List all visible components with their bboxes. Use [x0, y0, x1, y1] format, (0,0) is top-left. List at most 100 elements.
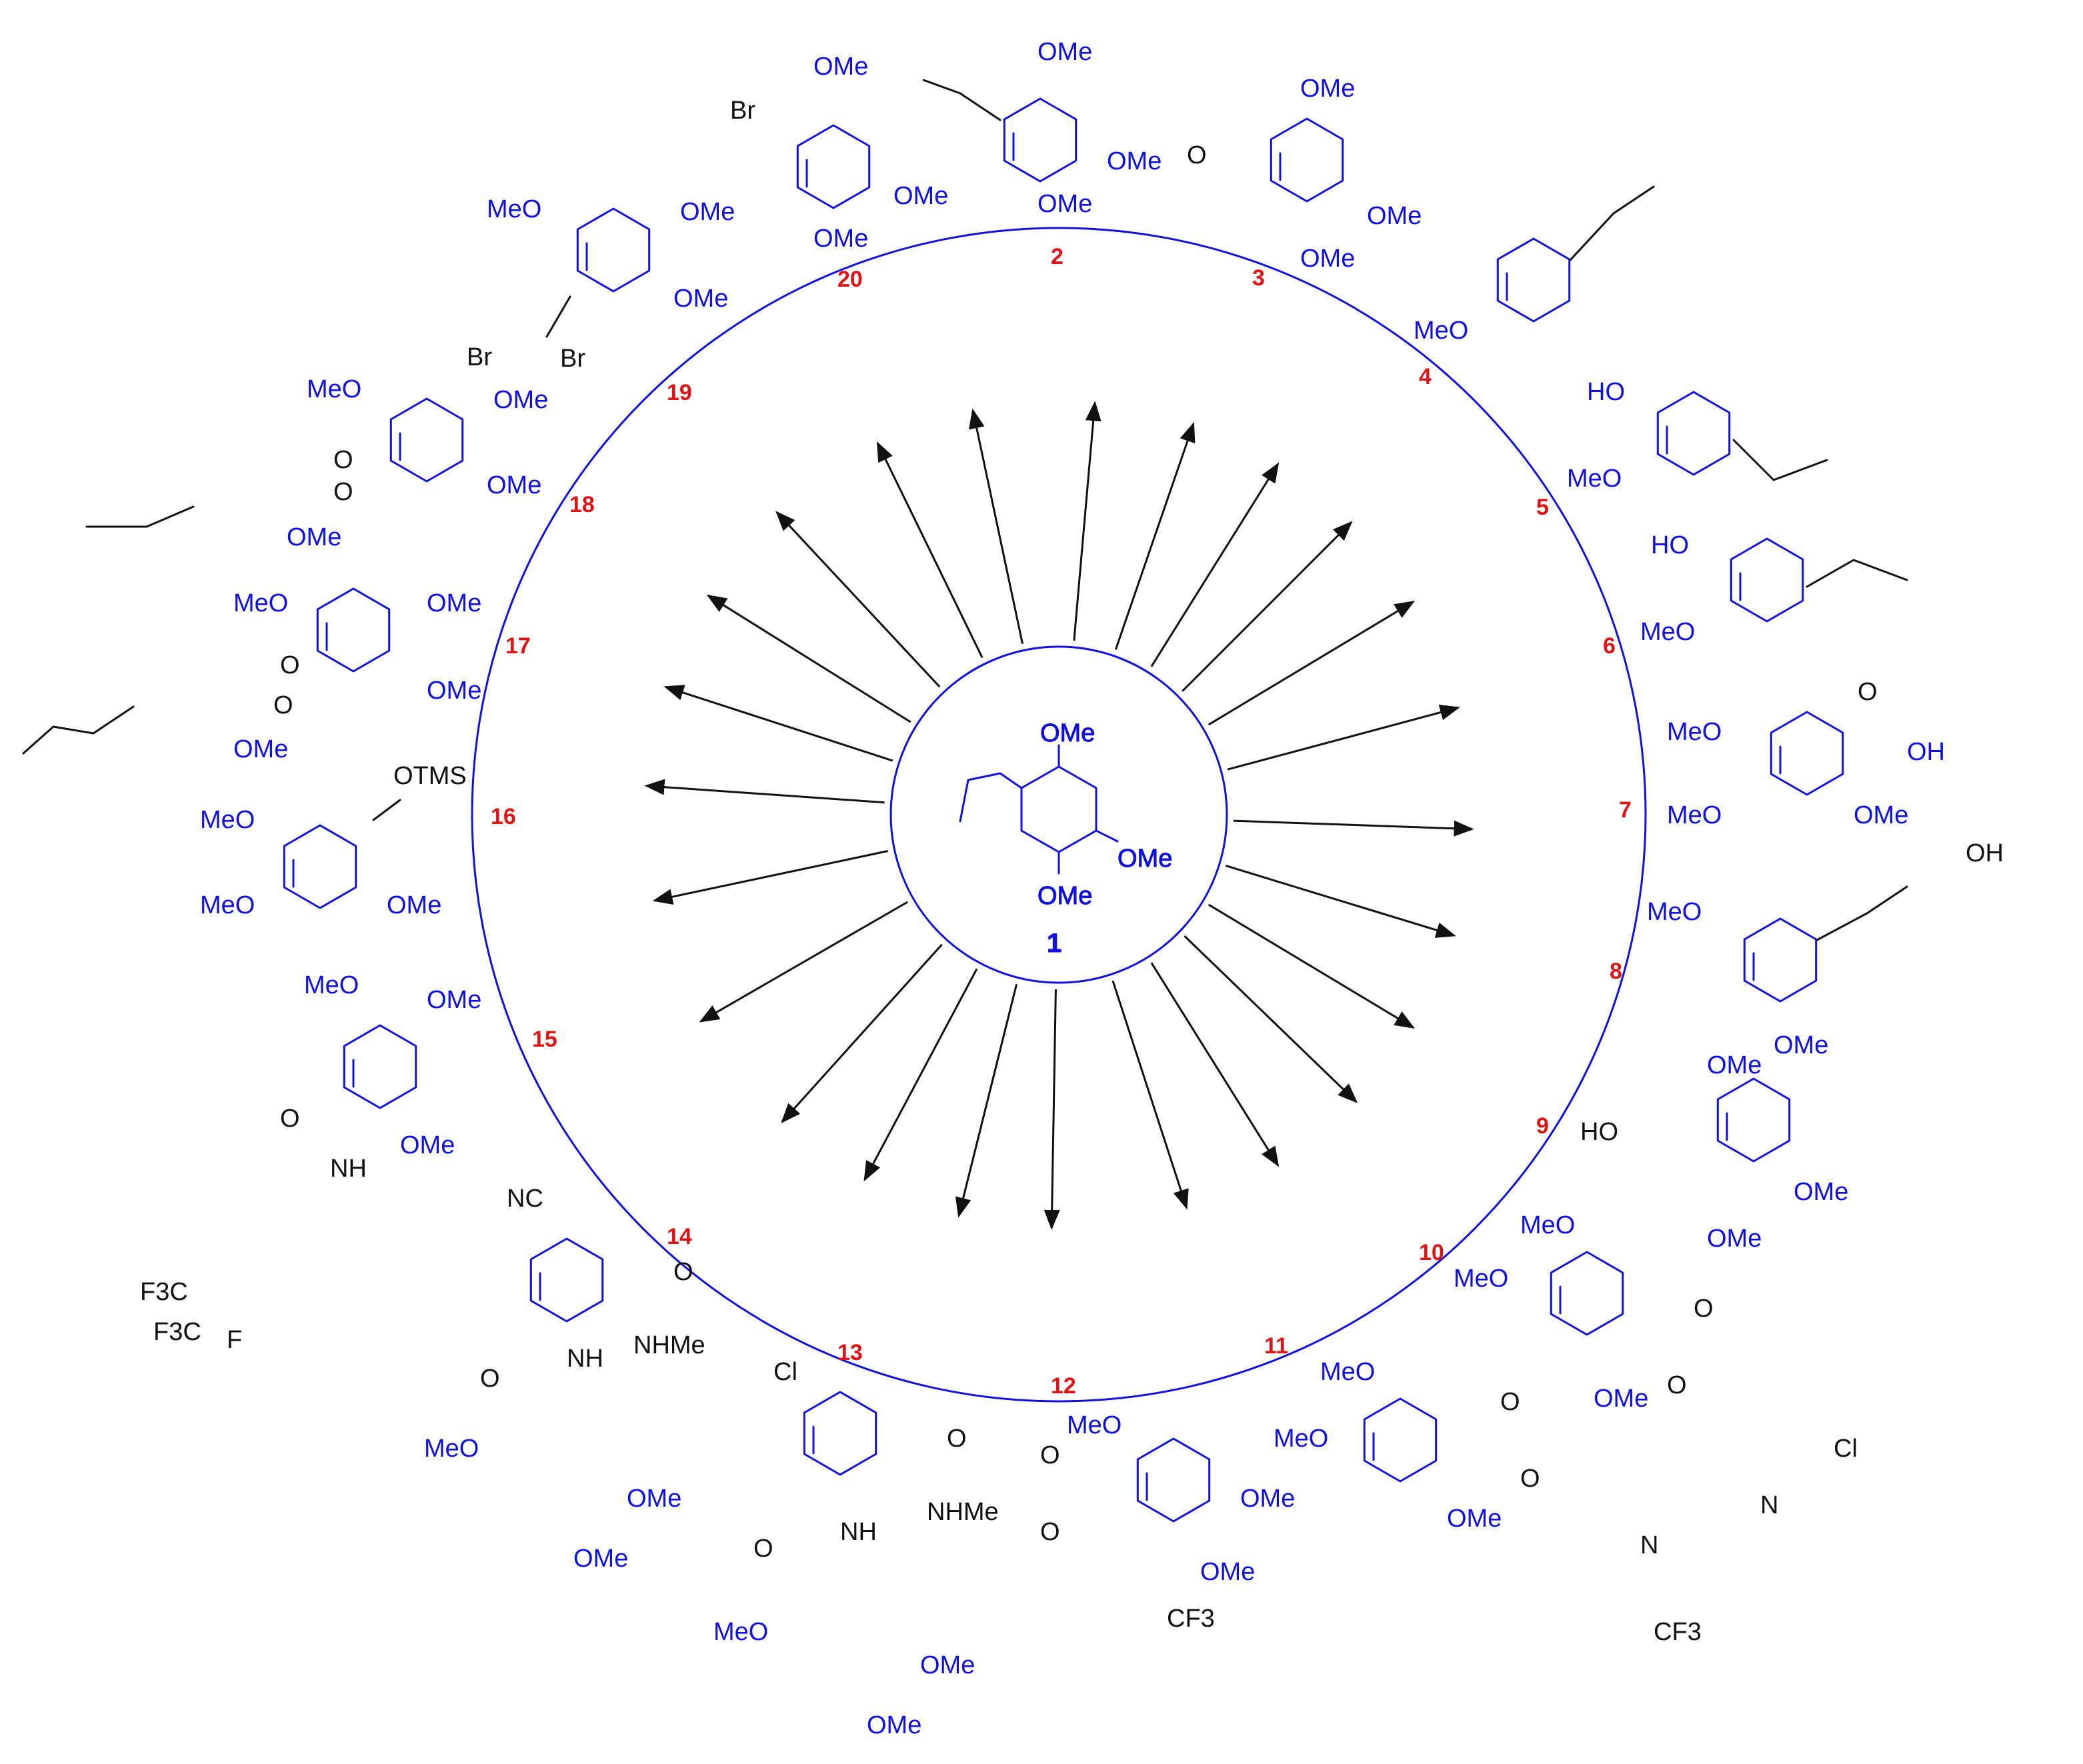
side-chain: [85, 505, 195, 528]
compound-number: 1: [1047, 929, 1062, 958]
label-o: O: [1187, 141, 1207, 169]
reaction-arrow: [1044, 989, 1060, 1230]
label-ome: OMe: [813, 53, 868, 81]
side-chain: [1816, 885, 1908, 941]
reaction-arrow: [1150, 962, 1280, 1167]
label-ho: HO: [1587, 378, 1625, 406]
label-oh: OH: [1966, 839, 2004, 867]
reaction-arrow: [1112, 980, 1189, 1210]
label-n: N: [1640, 1531, 1658, 1559]
label-f3c: F3C: [140, 1278, 188, 1306]
label-ome: OMe: [487, 471, 541, 499]
label-meo: MeO: [1667, 718, 1722, 746]
label-o: O: [1694, 1295, 1714, 1323]
label-meo: MeO: [304, 971, 359, 999]
reaction-arrow: [1114, 421, 1196, 650]
label-ome: OMe: [1040, 719, 1095, 747]
reaction-arrow: [1073, 401, 1102, 641]
label-nh: NH: [840, 1518, 877, 1546]
label-meo: MeO: [200, 891, 255, 919]
compound-number: 12: [1051, 1373, 1076, 1399]
label-ome: OMe: [233, 735, 288, 763]
label-ome: OMe: [627, 1485, 681, 1513]
label-f3c: F3C: [153, 1318, 201, 1346]
label-meo: MeO: [1667, 801, 1722, 829]
benzene-ring: [576, 207, 651, 293]
reaction-arrow: [1184, 935, 1358, 1103]
benzene-ring: [343, 1024, 417, 1109]
label-meo: MeO: [1274, 1425, 1328, 1453]
label-o: O: [1520, 1465, 1540, 1493]
side-chain: [1806, 559, 1908, 588]
compound-number: 9: [1536, 1113, 1549, 1139]
label-ho: HO: [1651, 531, 1689, 559]
compound-number: 10: [1419, 1240, 1444, 1265]
benzene-ring: [1003, 97, 1078, 183]
reaction-arrow: [968, 408, 1023, 645]
label-ome: OMe: [1367, 202, 1422, 230]
compound-1: OMe OMe OMe 1: [959, 719, 1173, 959]
label-ome: OMe: [1240, 1485, 1295, 1513]
label-o: O: [1040, 1518, 1060, 1546]
benzene-ring: [1020, 765, 1098, 853]
label-meo: MeO: [713, 1618, 768, 1646]
reaction-arrow: [1182, 521, 1353, 692]
label-ome: OMe: [1037, 190, 1092, 218]
label-ome: OMe: [1707, 1051, 1762, 1079]
benzene-ring: [1550, 1251, 1624, 1336]
label-o: O: [1667, 1371, 1687, 1399]
label-o: O: [480, 1365, 500, 1393]
compound-number: 5: [1536, 495, 1549, 520]
label-ome: OMe: [867, 1711, 921, 1739]
side-chain: [545, 295, 571, 338]
side-chain: [1732, 439, 1828, 481]
label-ome: OMe: [287, 523, 341, 551]
compound-number: 8: [1610, 959, 1622, 984]
label-ome: OMe: [813, 225, 868, 253]
bond: [1095, 829, 1119, 843]
reaction-arrow: [1208, 601, 1416, 726]
label-meo: MeO: [1067, 1411, 1122, 1439]
side-chain: [1569, 185, 1655, 261]
center-circle: [889, 645, 1228, 984]
label-ome: OMe: [387, 891, 441, 919]
label-ome: OMe: [1794, 1178, 1848, 1206]
label-ome: OMe: [427, 986, 481, 1014]
compound-number: 18: [569, 492, 595, 517]
reaction-arrow: [663, 685, 893, 762]
reaction-arrow: [1226, 865, 1456, 938]
label-oh: OH: [1907, 738, 1945, 766]
label-ome: OMe: [1854, 801, 1908, 829]
label-meo: MeO: [233, 589, 288, 617]
reaction-arrow: [1227, 704, 1460, 771]
compound-number: 17: [505, 633, 531, 659]
benzene-ring: [803, 1391, 877, 1476]
label-meo: MeO: [200, 806, 255, 834]
label-nhme: NHMe: [633, 1331, 705, 1359]
compound-number: 3: [1252, 265, 1265, 291]
label-br: Br: [560, 345, 585, 373]
side-chain: [22, 705, 135, 755]
label-ome: OMe: [1107, 147, 1162, 175]
label-meo: MeO: [487, 195, 541, 223]
label-ome: OMe: [427, 677, 481, 705]
label-o: O: [333, 478, 353, 506]
label-o: O: [273, 691, 293, 719]
benzene-ring: [1730, 537, 1804, 623]
label-ome: OMe: [1118, 845, 1172, 873]
label-meo: MeO: [1414, 317, 1468, 345]
reaction-arrow: [876, 441, 983, 659]
label-o: O: [673, 1258, 693, 1286]
label-ome: OMe: [1300, 75, 1355, 103]
